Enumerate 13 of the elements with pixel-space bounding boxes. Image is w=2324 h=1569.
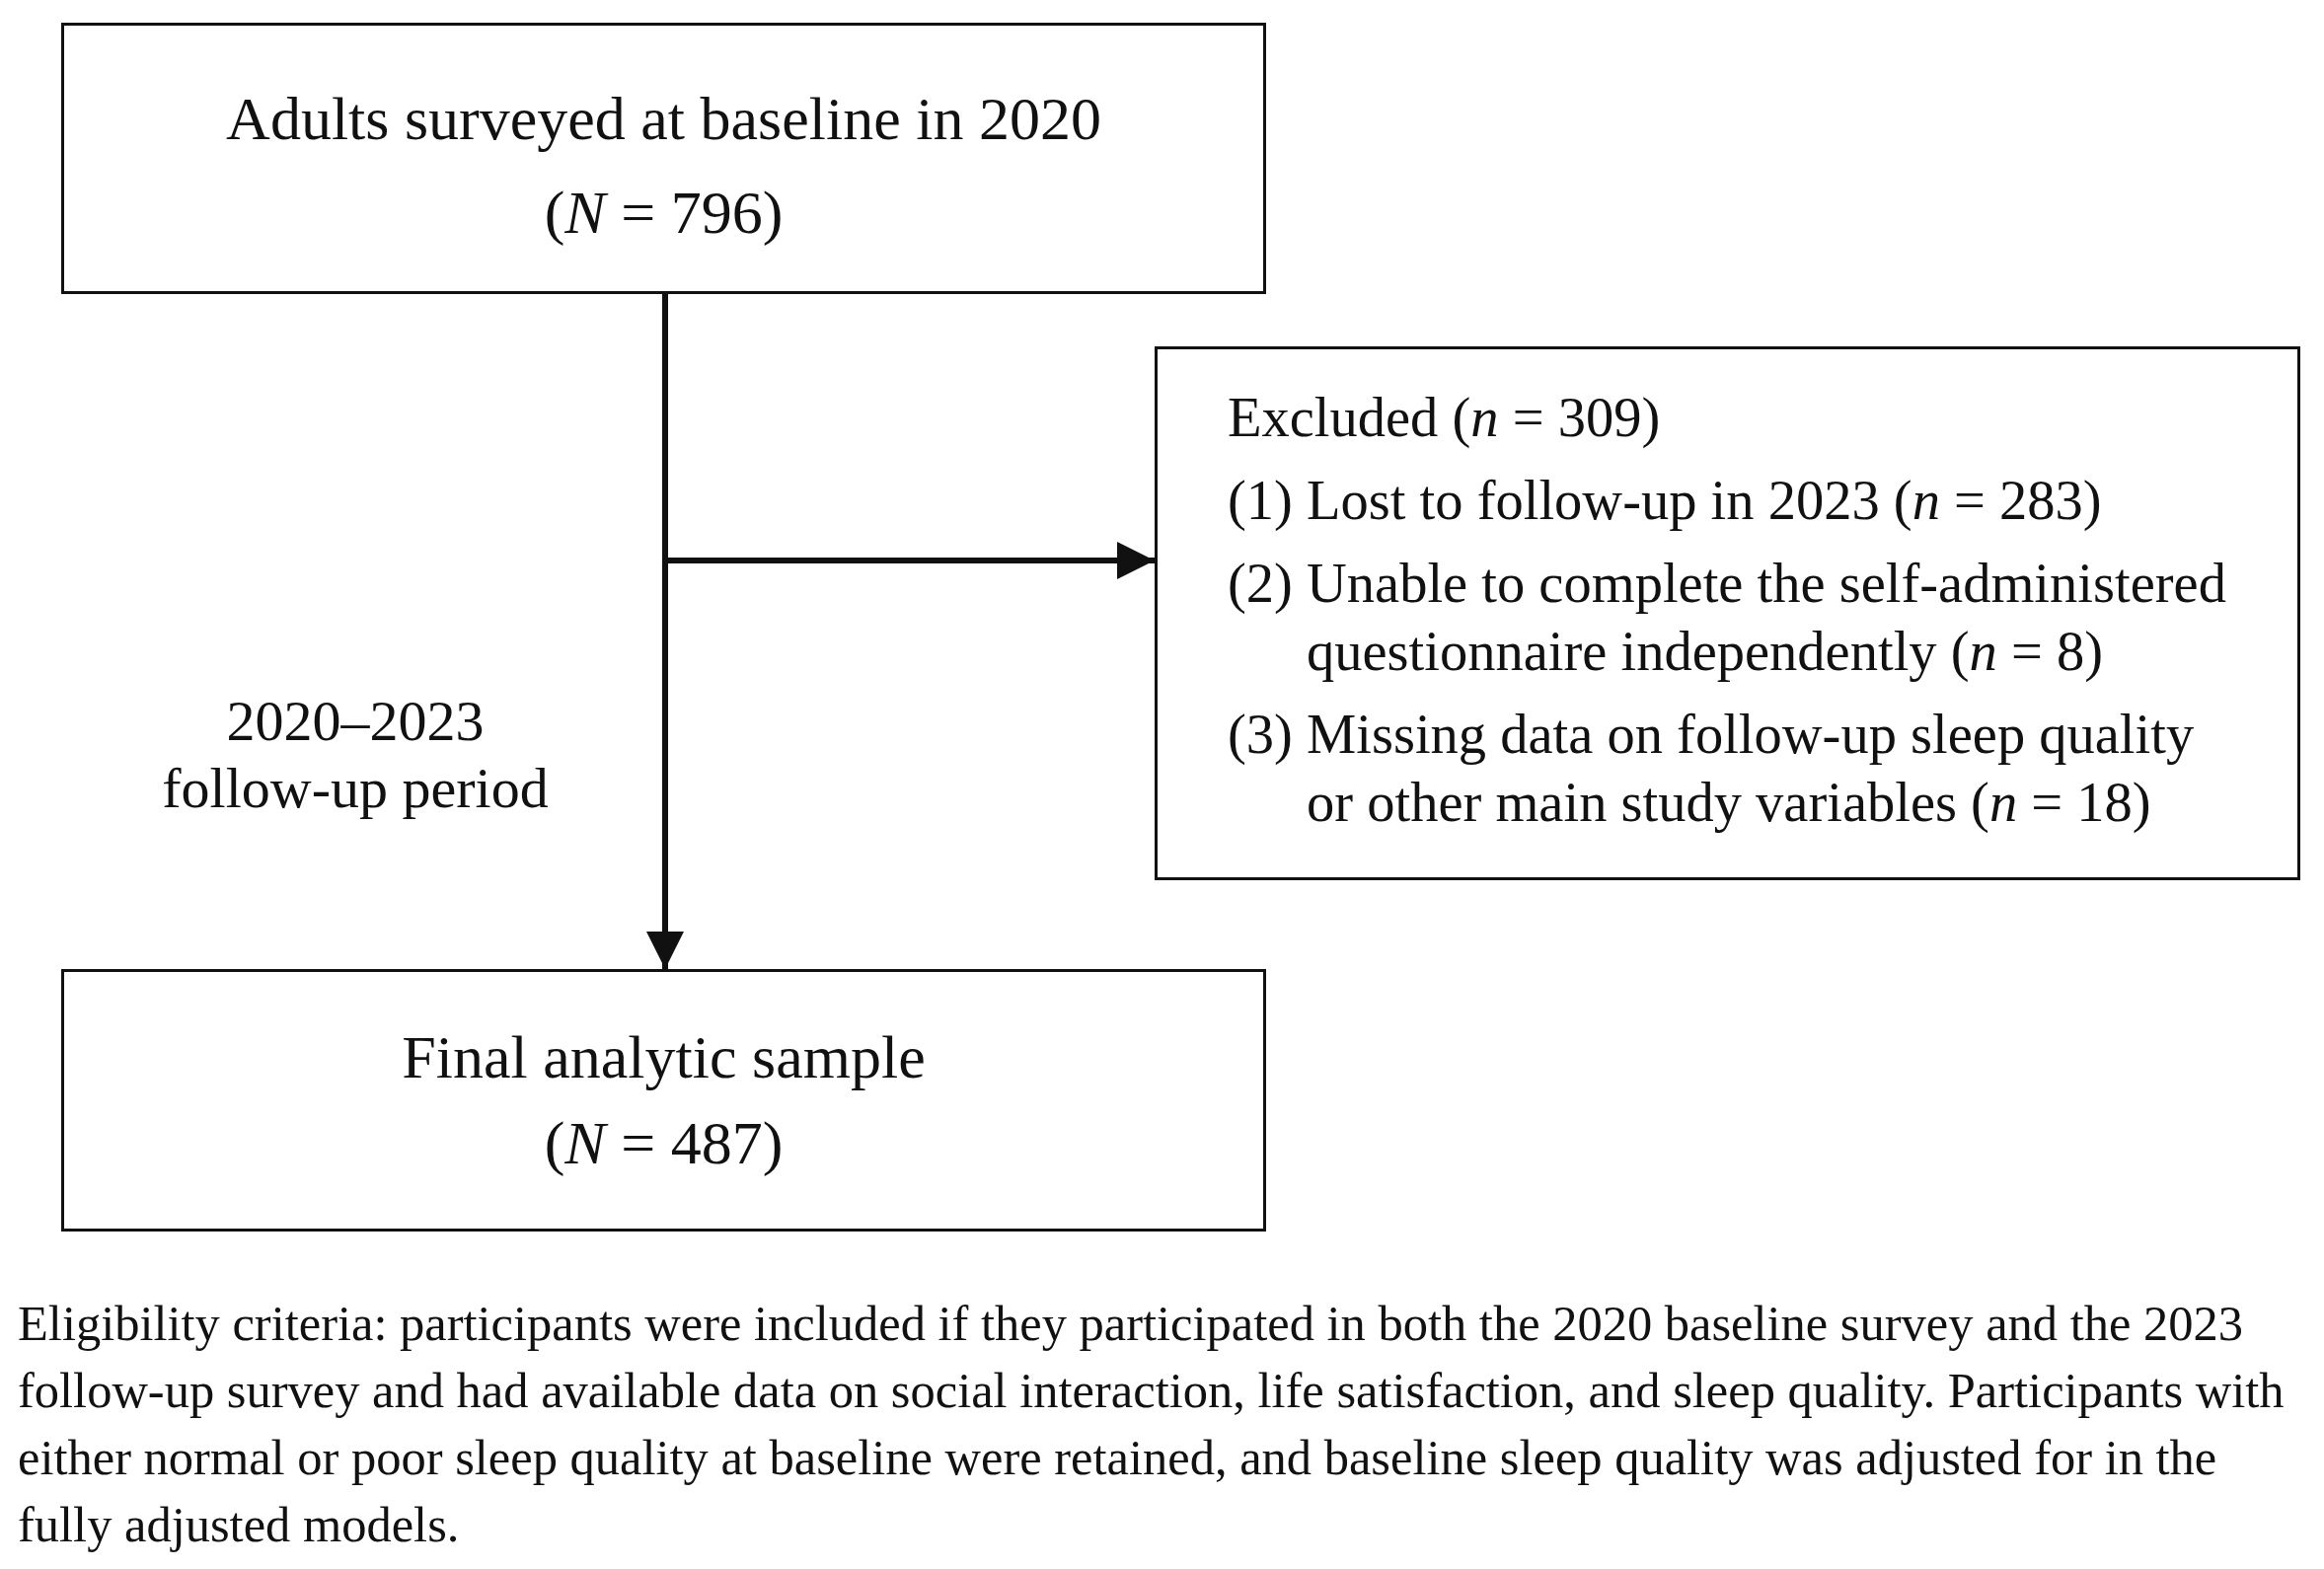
exclusion-reason: (3) Missing data on follow-up sleep quality or other main study variables (n = 18) [1228, 703, 2196, 835]
edge-label: 2020–2023 follow-up period [161, 688, 550, 822]
exclusion-box [1155, 346, 2300, 880]
exclusion-heading: Excluded (n = 309) [1228, 386, 1662, 450]
exclusion-reason: (2) Unable to complete the self-administered questionnaire independently (n = 8) [1228, 552, 2227, 684]
box-title: Adults surveyed at baseline in 2020 [226, 83, 1101, 154]
box-title: Final analytic sample [402, 1022, 926, 1092]
process-box [61, 23, 1266, 294]
sample-size: (N = 796) [544, 177, 784, 248]
sample-size: (N = 487) [544, 1108, 784, 1178]
exclusion-reason: (1) Lost to follow-up in 2023 (n = 283) [1228, 469, 2103, 533]
caption: Eligibility criteria: participants were included if they participated in both the 2020 baseline survey and the 2023 follow-up survey and had available data on social interaction, life satisfaction, and sleep quality. Participants with either normal or poor sleep quality at baseline were retained, and baseline sleep quality was adjusted for in the fully adjusted models. [18, 1295, 2286, 1554]
process-box [61, 969, 1266, 1232]
